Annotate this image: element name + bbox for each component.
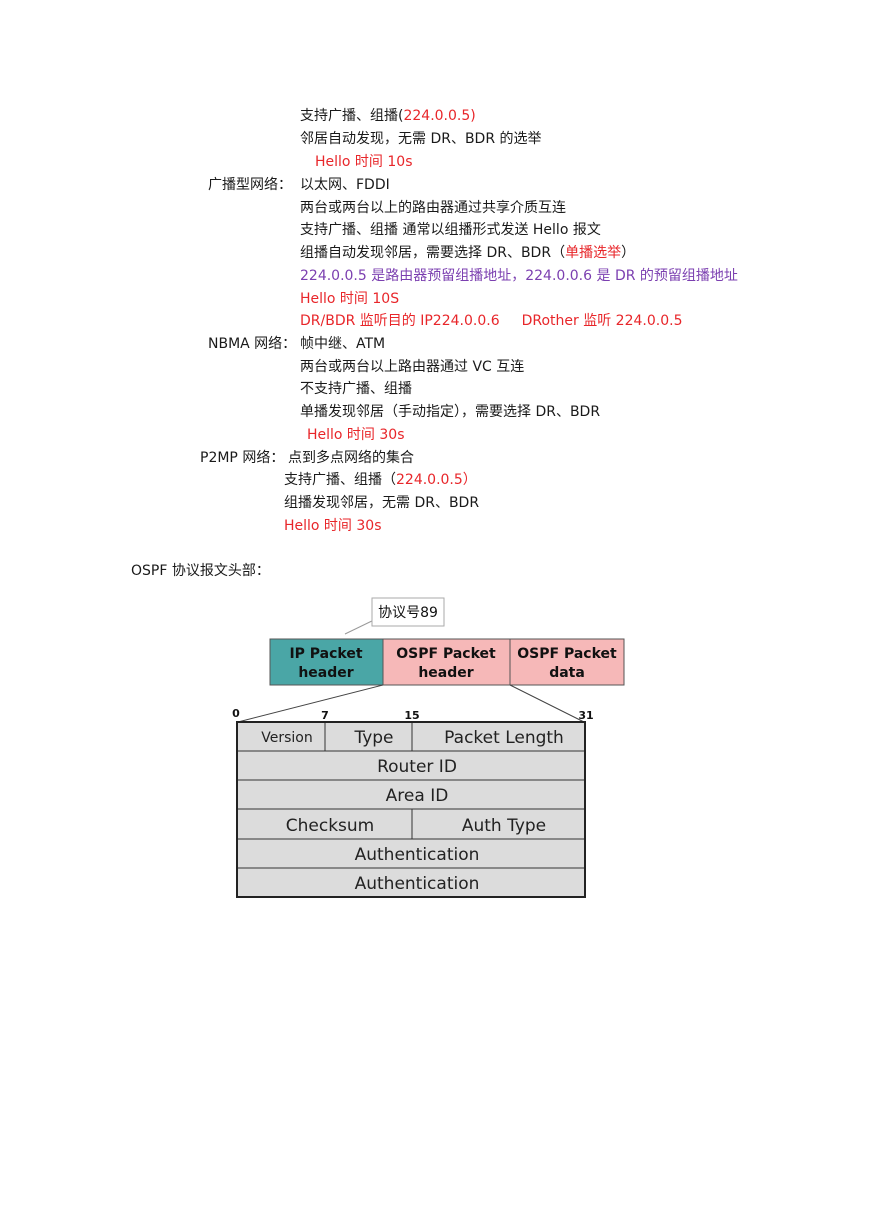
field-checksum-rect <box>236 808 413 840</box>
packet-box-ospf-header-line2: header <box>418 665 473 681</box>
broadcast-label: 广播型网络： <box>208 177 292 193</box>
text: 支持广播、组播（ <box>284 472 396 488</box>
p2mp-hello-time: Hello 时间 30s <box>284 518 382 534</box>
packet-box-ospf-header-line1: OSPF Packet <box>396 646 496 662</box>
packet-box-ip-line2: header <box>298 665 353 681</box>
bit-label-31: 31 <box>578 709 593 722</box>
nbma-line-2: 两台或两台以上路由器通过 VC 互连 <box>300 359 525 375</box>
ospf-header-diagram: 协议号89 IP Packet header OSPF Packet heade… <box>232 597 625 898</box>
broadcast-line-4: 组播自动发现邻居，需要选择 DR、BDR（单播选举） <box>300 243 635 263</box>
broadcast-line-3: 支持广播、组播 通常以组播形式发送 Hello 报文 <box>300 222 601 238</box>
packet-box-ospf-data-line1: OSPF Packet <box>517 646 617 662</box>
field-authentication-2: Authentication <box>355 874 480 894</box>
bit-label-0: 0 <box>232 707 240 720</box>
broadcast-line-7: DR/BDR 监听目的 IP224.0.0.6 DRother 监听 224.0.… <box>300 311 682 331</box>
packet-box-ospf-data-rect <box>509 638 625 686</box>
broadcast-line-2: 两台或两台以上的路由器通过共享介质互连 <box>300 200 566 216</box>
p2mp-line-3: 组播发现邻居，无需 DR、BDR <box>284 495 480 511</box>
field-type-rect <box>324 721 413 752</box>
bit-label-15: 15 <box>404 709 419 722</box>
field-auth1-rect <box>236 838 586 869</box>
header-fields-border <box>236 721 586 898</box>
field-authentication-1: Authentication <box>355 845 480 865</box>
p2mp-line-1: 点到多点网络的集合 <box>288 450 414 466</box>
field-checksum: Checksum <box>286 816 375 836</box>
multicast-address: 224.0.0.5） <box>396 472 477 488</box>
packet-box-ospf-data: OSPF Packet data <box>509 638 625 686</box>
packet-box-ip-rect <box>269 638 384 686</box>
text: ） <box>621 245 636 261</box>
expand-line-right <box>509 684 585 723</box>
nbma-hello-time: Hello 时间 30s <box>307 427 405 443</box>
p2p-hello-time: Hello 时间 10s <box>315 154 413 170</box>
multicast-address: 224.0.0.5) <box>403 108 476 124</box>
p2mp-line-2: 支持广播、组播（224.0.0.5） <box>284 470 477 490</box>
packet-box-ip-line1: IP Packet <box>289 646 362 662</box>
packet-box-ospf-header: OSPF Packet header <box>382 638 511 686</box>
nbma-label: NBMA 网络： <box>208 336 297 352</box>
field-packet-length: Packet Length <box>444 728 564 748</box>
expand-line-left <box>237 684 384 723</box>
nbma-line-4: 单播发现邻居（手动指定），需要选择 DR、BDR <box>300 404 601 420</box>
field-version: Version <box>261 730 312 746</box>
field-auth-type: Auth Type <box>462 816 546 836</box>
unicast-election: 单播选举 <box>565 245 622 261</box>
header-fields: Version Type Packet Length Router ID Are… <box>236 721 586 898</box>
packet-box-ospf-header-rect <box>382 638 511 686</box>
callout-text: 协议号89 <box>378 605 438 621</box>
callout-box <box>371 597 445 627</box>
text: 组播自动发现邻居，需要选择 DR、BDR（ <box>300 245 566 261</box>
p2mp-label: P2MP 网络： <box>200 450 285 466</box>
nbma-line-3: 不支持广播、组播 <box>300 381 412 397</box>
callout-pointer <box>344 618 377 635</box>
text: 支持广播、组播( <box>300 108 404 124</box>
broadcast-line-5: 224.0.0.5 是路由器预留组播地址，224.0.0.6 是 DR 的预留组… <box>300 268 738 284</box>
nbma-line-1: 帧中继、ATM <box>300 336 386 352</box>
drother-listen: DRother 监听 224.0.0.5 <box>521 313 683 329</box>
packet-box-ospf-data-line2: data <box>549 665 585 681</box>
packet-box-ip: IP Packet header <box>269 638 384 686</box>
field-type: Type <box>353 728 393 748</box>
field-area-id: Area ID <box>386 786 449 806</box>
bit-label-7: 7 <box>321 709 329 722</box>
broadcast-hello-time: Hello 时间 10S <box>300 291 400 307</box>
p2p-line-2: 邻居自动发现，无需 DR、BDR 的选举 <box>300 131 542 147</box>
broadcast-line-1: 以太网、FDDI <box>300 177 390 193</box>
dr-bdr-listen: DR/BDR 监听目的 IP224.0.0.6 <box>300 313 500 329</box>
p2p-line-1: 支持广播、组播(224.0.0.5) <box>300 106 476 126</box>
field-router-id: Router ID <box>377 757 457 777</box>
ospf-header-title: OSPF 协议报文头部： <box>131 563 270 579</box>
